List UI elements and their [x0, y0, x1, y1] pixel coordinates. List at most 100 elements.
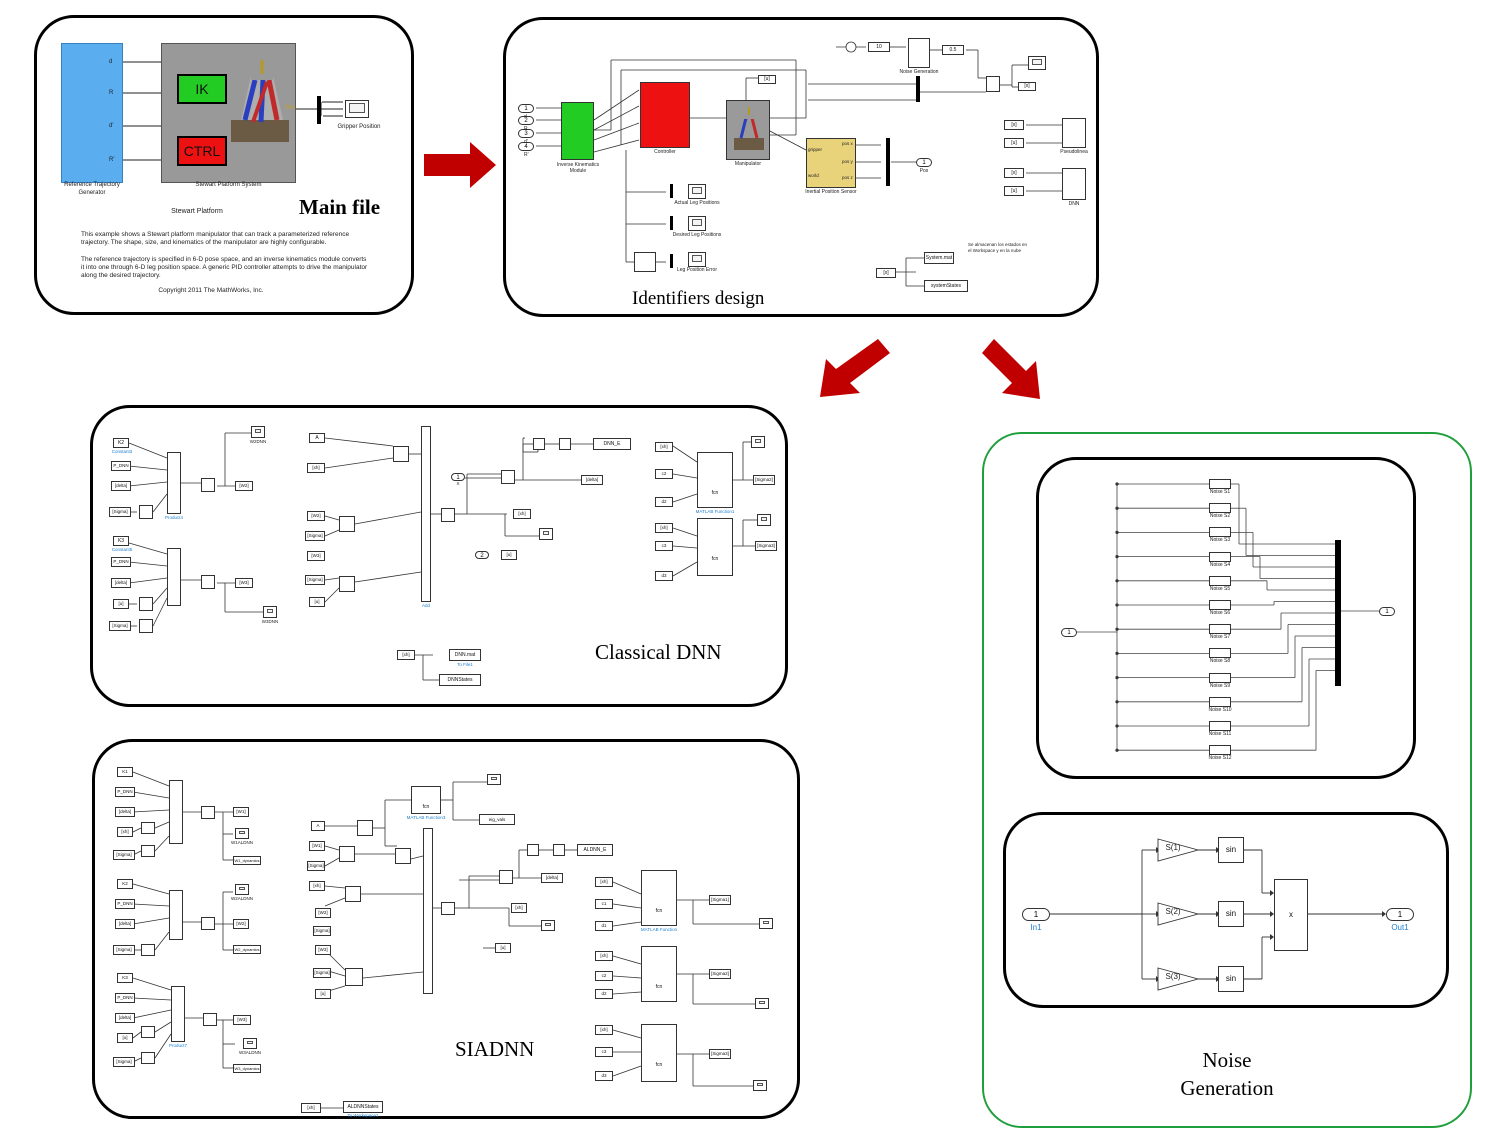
noise-source-11[interactable]: [1209, 721, 1231, 731]
const-2[interactable]: 2: [475, 551, 489, 559]
siadnn-xh-from-3[interactable]: [xh]: [595, 951, 613, 961]
siadnn-mm-1[interactable]: [169, 780, 183, 844]
siadnn-c2[interactable]: c2: [595, 971, 613, 981]
siadnn-u-from-1[interactable]: [u]: [315, 989, 331, 999]
inport-1[interactable]: 1: [518, 104, 534, 113]
siadnn-xh-from-5[interactable]: [xh]: [301, 1103, 321, 1113]
xh-scope[interactable]: [539, 528, 553, 540]
noise-source-9[interactable]: [1209, 672, 1231, 683]
transpose-3[interactable]: [139, 619, 153, 633]
xh-from-3[interactable]: [xh]: [655, 523, 673, 533]
siadnn-int-3[interactable]: [203, 1013, 217, 1026]
leg-error-scope[interactable]: [688, 252, 706, 267]
sigma2-goto[interactable]: [Sigma2]: [753, 475, 775, 485]
siadnn-square[interactable]: [527, 844, 539, 856]
siadnn-d2[interactable]: d2: [595, 989, 613, 999]
siadnn-sigma3-goto[interactable]: [Sigma3]: [709, 1049, 731, 1059]
siadnn-mm-7[interactable]: [345, 886, 361, 902]
product-block[interactable]: x: [1274, 879, 1308, 951]
sigma-1[interactable]: [Sigma]: [109, 507, 131, 517]
add-block[interactable]: [421, 426, 431, 602]
gain-10[interactable]: 10: [868, 42, 890, 52]
w2aldnn-scope[interactable]: [235, 884, 249, 895]
siadnn-sigma2-goto[interactable]: [Sigma2]: [709, 969, 731, 979]
siadnn-delta-1[interactable]: [delta]: [115, 807, 135, 817]
matrix-multiply-2[interactable]: [167, 548, 181, 606]
siadnn-a[interactable]: A: [311, 821, 325, 831]
matrix-multiply-4[interactable]: [339, 516, 355, 532]
siadnn-t-5[interactable]: [141, 1052, 155, 1064]
noise-source-2[interactable]: [1209, 503, 1231, 514]
goto-x-tag[interactable]: [x]: [1018, 82, 1036, 91]
siadnn-sigma-1[interactable]: [Sigma]: [113, 850, 135, 860]
noise-source-8[interactable]: [1209, 648, 1231, 659]
sigma-2[interactable]: [Sigma]: [109, 621, 131, 631]
w2-goto[interactable]: [W2]: [235, 481, 253, 491]
square-block[interactable]: [533, 438, 545, 450]
dnn-e-block[interactable]: DNN_E: [593, 438, 631, 450]
siadnn-mm-8[interactable]: [345, 968, 363, 986]
eig-scope[interactable]: [487, 774, 501, 785]
dnn-subsystem[interactable]: [1062, 168, 1086, 200]
sqrt-block[interactable]: [559, 438, 571, 450]
noise-source-3[interactable]: [1209, 527, 1231, 538]
sigma2-scope[interactable]: [751, 436, 765, 448]
pdnn-1[interactable]: P_DNN: [111, 461, 131, 471]
siadnn-sigma2-scope[interactable]: [755, 998, 769, 1009]
sigma3-scope[interactable]: [757, 514, 771, 526]
inport-3[interactable]: 3: [518, 129, 534, 138]
siadnn-k1[interactable]: K1: [117, 767, 133, 777]
siadnn-mm-5[interactable]: [339, 846, 355, 862]
inport-2[interactable]: 2: [518, 116, 534, 125]
xh-from-1[interactable]: [xh]: [307, 463, 325, 473]
noise-source-10[interactable]: [1209, 696, 1231, 707]
siadnn-t-2[interactable]: [141, 845, 155, 857]
sigma-from-2[interactable]: [Sigma]: [305, 575, 325, 585]
noise-source-5[interactable]: [1209, 575, 1231, 586]
pos-outport[interactable]: 1: [916, 158, 932, 167]
dnn-states-block[interactable]: DNNStates: [439, 674, 481, 686]
noise-source-7[interactable]: [1209, 624, 1231, 635]
matrix-multiply-5[interactable]: [339, 576, 355, 592]
gain-s3[interactable]: S(3): [1165, 972, 1181, 981]
d2-const[interactable]: d2: [655, 497, 673, 507]
d3-const[interactable]: d3: [655, 571, 673, 581]
w1-dynamics[interactable]: W1_dynamics: [233, 856, 261, 865]
siadnn-int-4[interactable]: [441, 902, 455, 915]
matlab-fn3[interactable]: fcn: [411, 786, 441, 814]
siadnn-int-2[interactable]: [201, 917, 215, 930]
siadnn-t-1[interactable]: [141, 822, 155, 834]
from-u-1[interactable]: [u]: [1004, 138, 1024, 148]
w3-from[interactable]: [W3]: [307, 551, 325, 561]
delta-1[interactable]: [delta]: [111, 481, 131, 491]
siadnn-sigma-3[interactable]: [Sigma]: [113, 1057, 135, 1067]
siadnn-c1[interactable]: c1: [595, 899, 613, 909]
from-x-1[interactable]: [x]: [1004, 120, 1024, 130]
a-const[interactable]: A: [309, 433, 325, 443]
siadnn-matlab-2[interactable]: fcn: [641, 946, 677, 1002]
siadnn-mm-3[interactable]: [171, 986, 185, 1042]
gain-0-5[interactable]: 0.5: [942, 45, 964, 55]
integrator-1[interactable]: [201, 478, 215, 492]
w2dnn-scope[interactable]: [251, 426, 265, 438]
transpose-2[interactable]: [139, 597, 153, 611]
w3dnn-scope[interactable]: [263, 606, 277, 618]
integrator-3[interactable]: [441, 508, 455, 522]
siadnn-sigma-from-3[interactable]: [Sigma]: [313, 968, 331, 978]
siadnn-xh-1[interactable]: [xh]: [117, 827, 133, 837]
siadnn-delta-2[interactable]: [delta]: [115, 919, 135, 929]
siadnn-c3[interactable]: c3: [595, 1047, 613, 1057]
from-u-2[interactable]: [u]: [1004, 186, 1024, 196]
sum-block[interactable]: [986, 76, 1000, 92]
siadnn-xh-goto[interactable]: [xh]: [511, 903, 527, 913]
w3aldnn-scope[interactable]: [243, 1038, 257, 1049]
aldnn-states-block[interactable]: ALDNNStates: [343, 1101, 383, 1113]
siadnn-mm-2[interactable]: [169, 890, 183, 940]
siadnn-sigma1-goto[interactable]: [Sigma1]: [709, 895, 731, 905]
sum-error[interactable]: [501, 470, 515, 484]
sin-block-2[interactable]: sin: [1218, 901, 1244, 927]
siadnn-d3[interactable]: d3: [595, 1071, 613, 1081]
noise-source-6[interactable]: [1209, 600, 1231, 610]
siadnn-sum[interactable]: [499, 870, 513, 884]
reference-generator-block[interactable]: [61, 43, 123, 183]
